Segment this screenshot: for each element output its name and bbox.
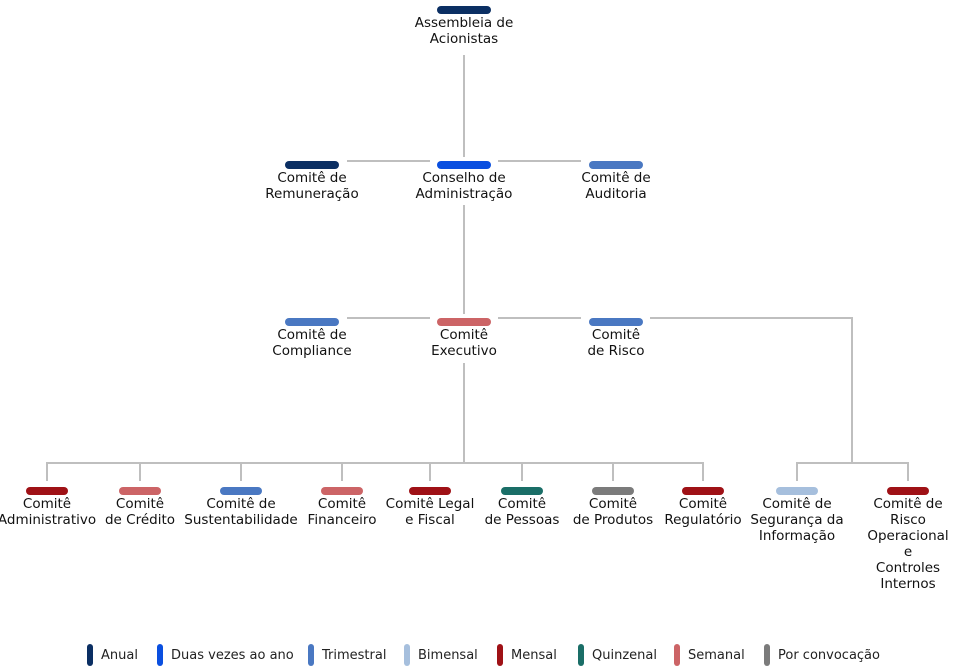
legend-swatch	[404, 644, 410, 666]
legend-swatch	[87, 644, 93, 666]
node-label-pessoas: Comitê de Pessoas	[484, 496, 560, 528]
frequency-legend: Anual Duas vezes ao ano Trimestral Bimensal…	[0, 640, 962, 670]
node-pill-risco	[589, 318, 643, 326]
legend-item-mensal: Mensal	[497, 644, 557, 666]
node-label-seguranca: Comitê de Segurança da Informação	[750, 496, 844, 544]
node-pill-pessoas	[501, 487, 543, 495]
node-label-conselho: Conselho de Administração	[415, 170, 513, 202]
node-pill-regulatorio	[682, 487, 724, 495]
node-pill-legal-fiscal	[409, 487, 451, 495]
node-label-auditoria: Comitê de Auditoria	[581, 170, 651, 202]
node-label-produtos: Comitê de Produtos	[572, 496, 654, 528]
legend-swatch	[157, 644, 163, 666]
legend-swatch	[578, 644, 584, 666]
legend-item-anual: Anual	[87, 644, 138, 666]
legend-item-bimensal: Bimensal	[404, 644, 478, 666]
node-pill-compliance	[285, 318, 339, 326]
node-label-sustentabilidade: Comitê de Sustentabilidade	[184, 496, 298, 528]
node-label-compliance: Comitê de Compliance	[272, 327, 352, 359]
legend-swatch	[497, 644, 503, 666]
legend-label: Bimensal	[418, 647, 478, 663]
node-label-risco: Comitê de Risco	[587, 327, 645, 359]
node-label-financeiro: Comitê Financeiro	[307, 496, 377, 528]
node-label-legal-fiscal: Comitê Legal e Fiscal	[385, 496, 475, 528]
node-pill-assembleia	[437, 6, 491, 14]
node-pill-financeiro	[321, 487, 363, 495]
node-label-risco-operacional: Comitê de Risco Operacional e Controles …	[867, 496, 949, 592]
legend-label: Semanal	[688, 647, 745, 663]
legend-label: Duas vezes ao ano	[171, 647, 294, 663]
node-pill-produtos	[592, 487, 634, 495]
node-label-executivo: Comitê Executivo	[431, 327, 497, 359]
legend-label: Quinzenal	[592, 647, 657, 663]
legend-item-semanal: Semanal	[674, 644, 745, 666]
legend-label: Por convocação	[778, 647, 880, 663]
node-label-assembleia: Assembleia de Acionistas	[414, 15, 514, 47]
legend-swatch	[308, 644, 314, 666]
legend-label: Anual	[101, 647, 138, 663]
node-label-administrativo: Comitê Administrativo	[0, 496, 97, 528]
legend-label: Trimestral	[322, 647, 387, 663]
node-pill-risco-operacional	[887, 487, 929, 495]
node-pill-administrativo	[26, 487, 68, 495]
node-pill-sustentabilidade	[220, 487, 262, 495]
node-label-regulatorio: Comitê Regulatório	[664, 496, 742, 528]
node-label-remuneracao: Comitê de Remuneração	[265, 170, 359, 202]
legend-swatch	[674, 644, 680, 666]
node-pill-auditoria	[589, 161, 643, 169]
legend-item-trimestral: Trimestral	[308, 644, 386, 666]
node-pill-remuneracao	[285, 161, 339, 169]
legend-label: Mensal	[511, 647, 557, 663]
legend-item-por-convocacao: Por convocação	[764, 644, 880, 666]
legend-swatch	[764, 644, 770, 666]
node-pill-seguranca	[776, 487, 818, 495]
node-pill-credito	[119, 487, 161, 495]
node-pill-executivo	[437, 318, 491, 326]
node-pill-conselho	[437, 161, 491, 169]
legend-item-quinzenal: Quinzenal	[578, 644, 657, 666]
legend-item-duas-vezes: Duas vezes ao ano	[157, 644, 294, 666]
node-label-credito: Comitê de Crédito	[104, 496, 176, 528]
